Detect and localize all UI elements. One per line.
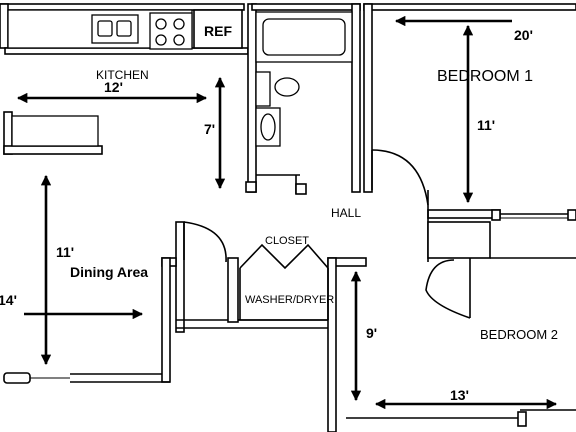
bathtub-icon	[255, 11, 353, 63]
counter-bar	[11, 115, 99, 147]
refrigerator: REF	[193, 9, 243, 49]
bedroom1-label: BEDROOM 1	[437, 68, 533, 85]
kitchen-depth-label: 7'	[204, 121, 215, 137]
bedroom2-depth-label: 9'	[366, 325, 377, 341]
dimension-arrows	[16, 15, 558, 410]
sink-icon	[91, 14, 139, 44]
closet-bifold-doors	[239, 243, 329, 320]
kitchen-label: KITCHEN	[96, 68, 149, 82]
bedroom1-door	[371, 149, 429, 262]
dining-width-label: 14'	[0, 292, 17, 308]
bedroom1-walls	[363, 3, 576, 221]
ref-label: REF	[204, 23, 232, 39]
bedroom2-door	[425, 258, 471, 319]
bedroom1-width-label: 20'	[514, 27, 533, 43]
bedroom2-label: BEDROOM 2	[480, 327, 558, 342]
sink-vanity-icon	[255, 71, 300, 107]
hall-label: HALL	[331, 206, 361, 220]
bedroom1-depth-label: 11'	[477, 117, 495, 133]
living-walls	[3, 111, 170, 384]
dining-depth-label: 11'	[56, 244, 74, 260]
stove-icon	[149, 12, 193, 50]
bathroom-walls	[245, 3, 361, 195]
bedroom2-width-label: 13'	[450, 387, 469, 403]
toilet-icon	[255, 107, 281, 147]
washer-dryer-label: WASHER/DRYER	[245, 294, 334, 306]
closet-label: CLOSET	[265, 235, 309, 247]
kitchen-width-label: 12'	[104, 79, 123, 95]
closet-door	[183, 221, 227, 263]
dining-label: Dining Area	[70, 264, 148, 280]
bedroom2-walls	[327, 221, 576, 432]
